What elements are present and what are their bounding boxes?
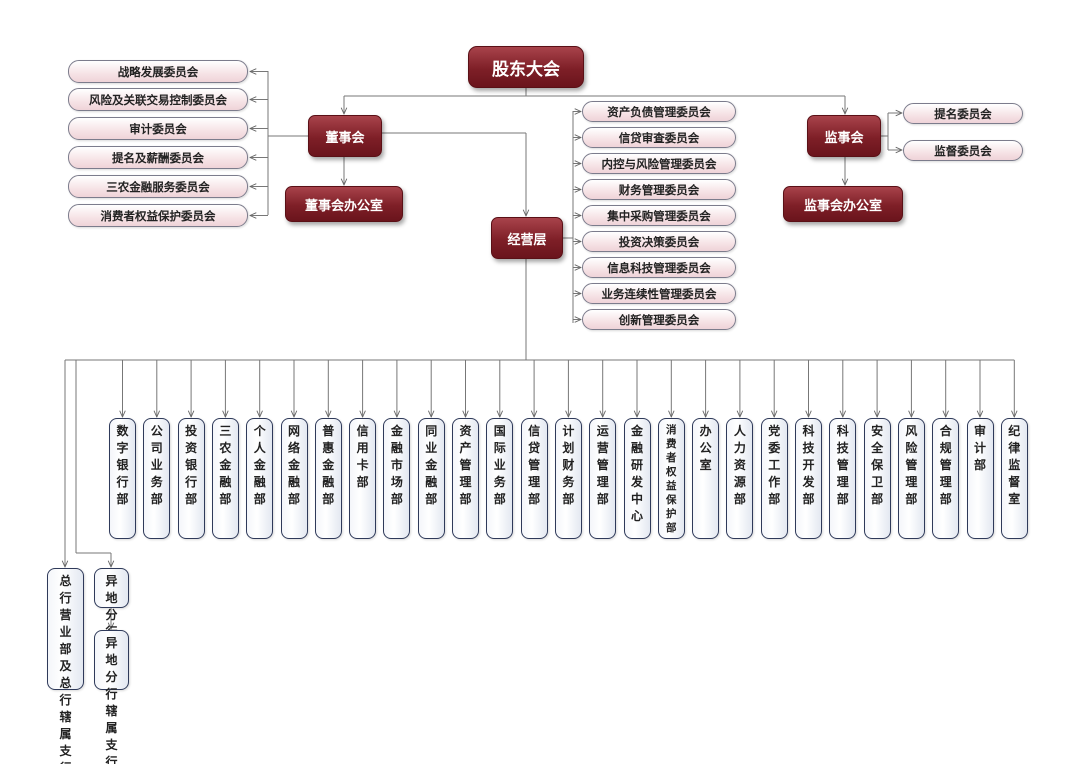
department-box: 科技开发部 [795,418,822,539]
department-box: 三农金融部 [211,418,239,539]
department-box: 投资银行部 [177,418,205,539]
department-box: 消费者权益保护部 [657,418,685,539]
department-box: 安全保卫部 [863,418,891,539]
board-of-directors: 董事会 [308,115,382,157]
board-committee: 战略发展委员会 [68,60,248,83]
board-committee: 消费者权益保护委员会 [68,204,248,227]
department-box: 科技管理部 [829,418,857,539]
department-box: 数字银行部 [109,418,136,539]
management-committee: 集中采购管理委员会 [582,205,736,226]
board-committee: 风险及关联交易控制委员会 [68,88,248,111]
head-office-branch: 总行营业部及总行辖属支行 [47,568,84,764]
management-committee: 内控与风险管理委员会 [582,153,736,174]
board-office: 董事会办公室 [285,186,403,222]
shareholders-meeting: 股东大会 [468,46,584,88]
management-layer: 经营层 [491,217,563,259]
management-committee: 财务管理委员会 [582,179,736,200]
department-box: 信贷管理部 [520,418,548,539]
department-box: 同业金融部 [417,418,445,539]
department-box: 公司业务部 [143,418,171,539]
department-box: 金融市场部 [383,418,411,539]
management-committee: 创新管理委员会 [582,309,736,330]
department-box: 网络金融部 [280,418,308,539]
department-box: 计划财务部 [554,418,582,539]
management-committee: 业务连续性管理委员会 [582,283,736,304]
management-committee: 信息科技管理委员会 [582,257,736,278]
management-committee: 投资决策委员会 [582,231,736,252]
supervisory-committee: 提名委员会 [903,103,1023,124]
supervisory-office: 监事会办公室 [783,186,903,222]
department-box: 国际业务部 [486,418,514,539]
department-box: 党委工作部 [760,418,788,539]
department-box: 风险管理部 [897,418,925,539]
supervisory-committee: 监督委员会 [903,140,1023,161]
board-committee: 三农金融服务委员会 [68,175,248,198]
department-box: 办公室 [692,418,720,539]
department-box: 人力资源部 [726,418,754,539]
department-box: 金融研发中心 [623,418,651,539]
remote-branch-sub: 异地分行辖属支行 [94,630,129,764]
management-committee: 资产负债管理委员会 [582,101,736,122]
department-box: 运营管理部 [589,418,617,539]
department-box: 信用卡部 [349,418,377,539]
department-box: 纪律监督室 [1000,418,1028,539]
department-box: 普惠金融部 [314,418,342,539]
board-committee: 审计委员会 [68,117,248,140]
board-committee: 提名及薪酬委员会 [68,146,248,169]
remote-branch: 异地分行 [94,568,129,639]
management-committee: 信贷审查委员会 [582,127,736,148]
department-box: 个人金融部 [246,418,274,539]
department-box: 审计部 [966,418,994,539]
department-box: 资产管理部 [452,418,479,539]
supervisory-board: 监事会 [807,115,881,157]
department-box: 合规管理部 [932,418,960,539]
